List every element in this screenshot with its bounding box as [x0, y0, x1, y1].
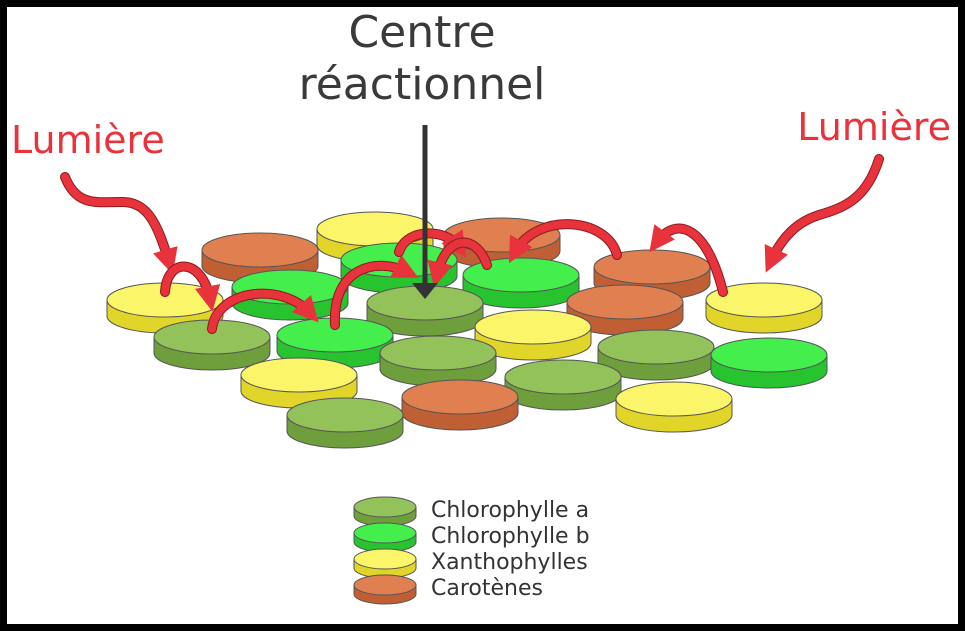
transfer-car-back-right: [508, 220, 621, 264]
transfer-chlb-left-mid: [330, 254, 419, 329]
legend-swatch-chlb: [353, 522, 417, 553]
disc-chlb-right: [710, 337, 828, 389]
disc-xan-center: [474, 309, 592, 361]
title-line-1: Centre: [348, 7, 495, 58]
legend-swatch-car: [353, 574, 417, 605]
disc-xan-right-low: [615, 381, 733, 433]
antenna-complex-diagram: Centre réactionnel Lumière Lumière Chlor…: [11, 7, 951, 605]
light-arrow-right: [764, 155, 883, 273]
disc-reaction-center: [366, 285, 484, 337]
reaction-center-pointer-head: [412, 283, 438, 299]
transfer-chlb-center: [427, 238, 491, 288]
disc-chla-left: [153, 319, 271, 371]
light-arrow-left: [61, 173, 178, 275]
disc-chla-center: [379, 335, 497, 387]
disc-chla-center-low: [504, 359, 622, 411]
legend-swatch-xan: [353, 548, 417, 579]
legend-label-car: Carotènes: [431, 576, 543, 601]
pigment-discs: [106, 211, 828, 449]
disc-car-back-left: [201, 232, 319, 284]
transfer-chla-left: [208, 289, 319, 333]
disc-chlb-center: [462, 257, 580, 309]
disc-car-right-mid: [566, 284, 684, 336]
light-label-right: Lumière: [797, 105, 951, 149]
diagram-frame: Centre réactionnel Lumière Lumière Chlor…: [7, 7, 958, 624]
legend-swatch-chla: [353, 496, 417, 527]
transfer-car-right: [649, 224, 727, 296]
transfer-xan-left: [161, 262, 221, 312]
disc-chla-right: [597, 329, 715, 381]
disc-xan-right: [705, 282, 823, 334]
legend-label-xan: Xanthophylles: [431, 550, 588, 575]
title-line-2: réactionnel: [299, 59, 546, 110]
energy-transfer-arrows: [60, 154, 884, 334]
light-label-left: Lumière: [11, 118, 165, 162]
legend-label-chla: Chlorophylle a: [431, 498, 589, 523]
disc-chla-front: [286, 397, 404, 449]
disc-car-low: [401, 379, 519, 431]
legend-label-chlb: Chlorophylle b: [431, 524, 590, 549]
